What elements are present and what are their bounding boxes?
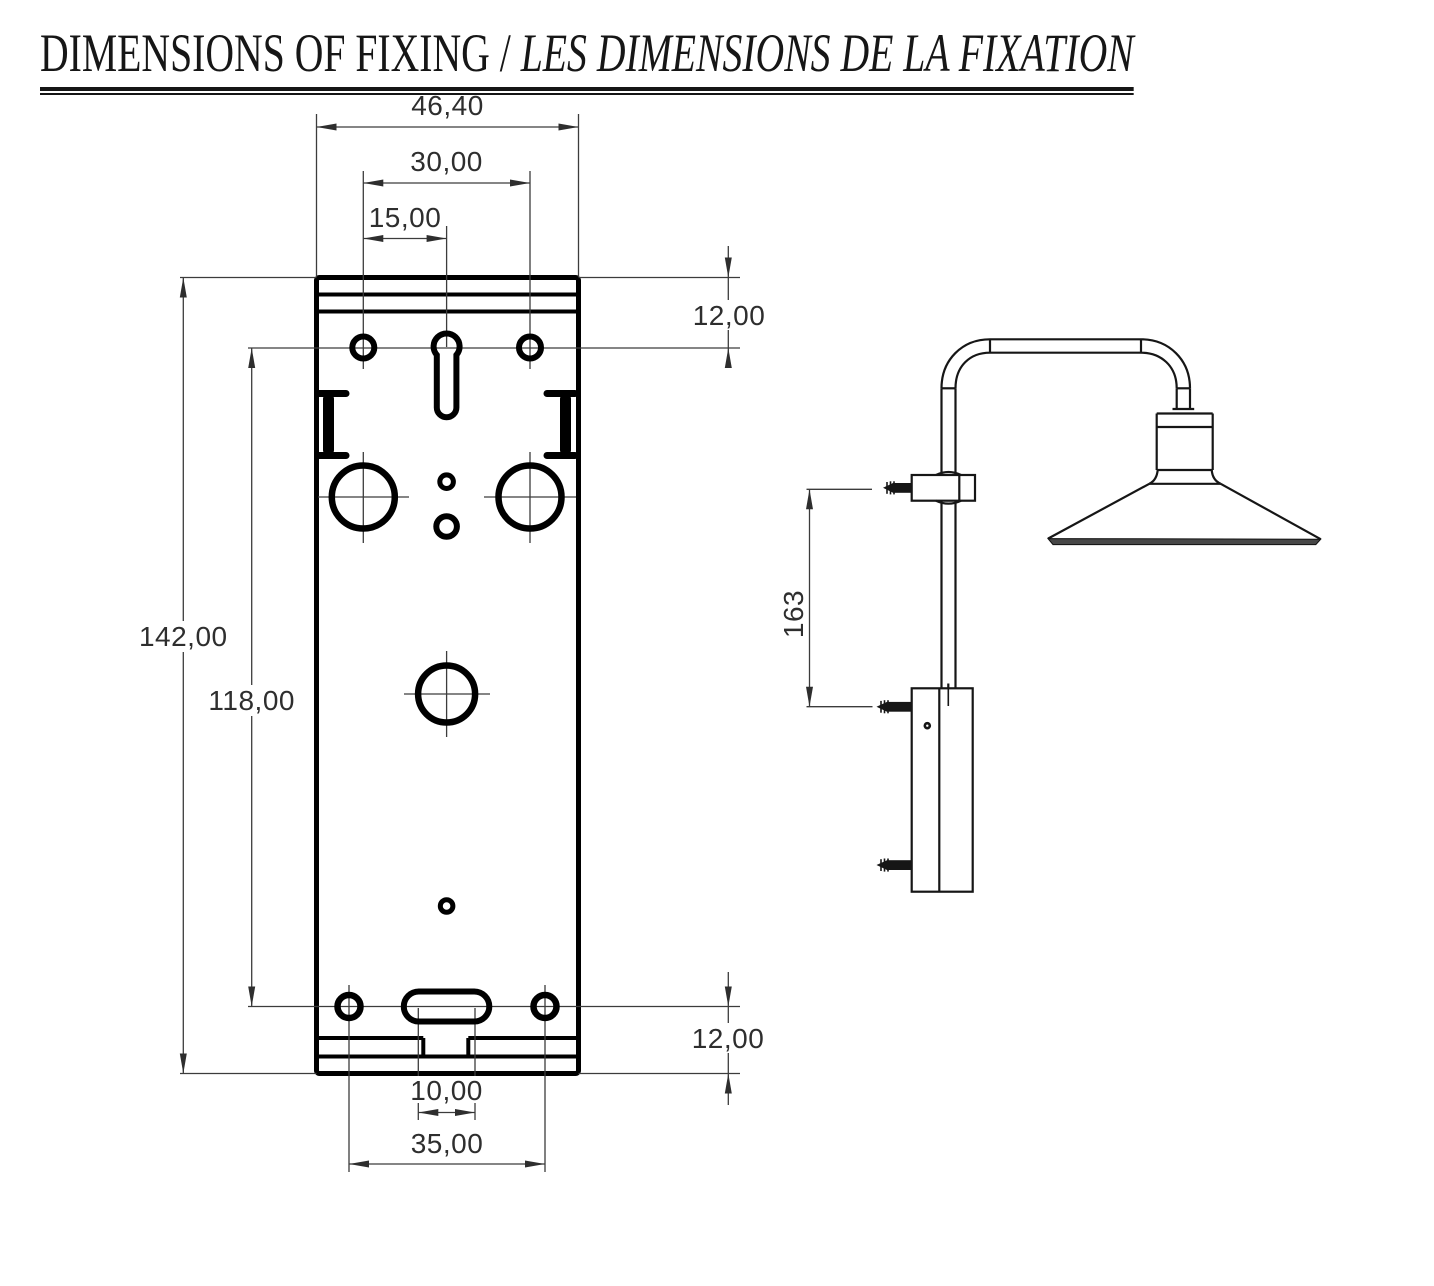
dim-bottom-holes-span: 35,00: [349, 1128, 545, 1168]
dim-top-hole-offset: 12,00: [690, 246, 768, 368]
left-large-hole: [328, 462, 399, 532]
box-lower-screw: [876, 858, 912, 872]
dim-keyhole-offset: 15,00: [363, 202, 447, 242]
dim-bottom-hole-offset: 12,00: [689, 972, 767, 1105]
top-left-screw-hole: [349, 333, 378, 362]
dim-bottom-hole-offset-label: 12,00: [692, 1023, 765, 1054]
lamp-arm-pipe: [940, 338, 1195, 689]
dim-height-holes: 118,00: [202, 348, 302, 1007]
dim-width-outer: 46,40: [316, 90, 579, 131]
title-french: LES DIMENSIONS DE LA FIXATION: [520, 23, 1134, 83]
dim-top-hole-offset-label: 12,00: [693, 300, 766, 331]
plate-bottom-band: [319, 1036, 576, 1059]
bottom-oblong-slot: [400, 988, 493, 1025]
dim-screw-spacing-label: 163: [778, 590, 809, 638]
dim-width-holes-label: 30,00: [410, 146, 483, 177]
bottom-left-screw-hole: [334, 991, 364, 1022]
title-separator: /: [489, 23, 521, 83]
small-hole-upper: [437, 472, 456, 492]
small-hole-lower: [433, 513, 460, 540]
plate-holes: [328, 330, 565, 1025]
small-hole-bottom: [437, 897, 456, 915]
wall-lamp-side-view: 163: [778, 338, 1322, 893]
plate-left-latch: [314, 390, 350, 459]
lamp-shade: [1046, 412, 1322, 546]
top-right-screw-hole: [516, 333, 544, 362]
wall-box: [910, 683, 974, 893]
dim-keyhole-offset-label: 15,00: [369, 202, 442, 233]
centerlines: [180, 114, 740, 1172]
plate-outline: [314, 275, 581, 1076]
dim-height-outer-label: 142,00: [139, 621, 228, 652]
title-english: DIMENSIONS OF FIXING: [40, 23, 490, 83]
right-large-hole: [495, 462, 565, 532]
dim-bottom-holes-span-label: 35,00: [411, 1128, 484, 1159]
dim-slot-width-label: 10,00: [410, 1075, 483, 1106]
dim-width-outer-label: 46,40: [411, 90, 484, 121]
center-cable-hole: [414, 662, 479, 726]
dim-height-outer: 142,00: [133, 277, 234, 1074]
dim-screw-spacing: 163: [778, 488, 873, 708]
dim-slot-width: 10,00: [408, 1075, 486, 1116]
page-title: DIMENSIONS OF FIXING / LES DIMENSIONS DE…: [40, 22, 1134, 95]
dim-width-holes: 30,00: [363, 146, 530, 187]
shade-rim: [1046, 538, 1322, 546]
box-upper-screw: [876, 700, 912, 714]
mounting-plate-front-view: 46,40 30,00 15,00 12,00: [133, 90, 768, 1172]
pipe-wall-clamp: [910, 470, 977, 505]
keyhole-slot: [430, 330, 463, 421]
clamp-screw: [883, 481, 912, 495]
dim-height-holes-label: 118,00: [208, 685, 295, 716]
plate-right-latch: [543, 390, 579, 459]
bottom-right-screw-hole: [530, 991, 560, 1022]
